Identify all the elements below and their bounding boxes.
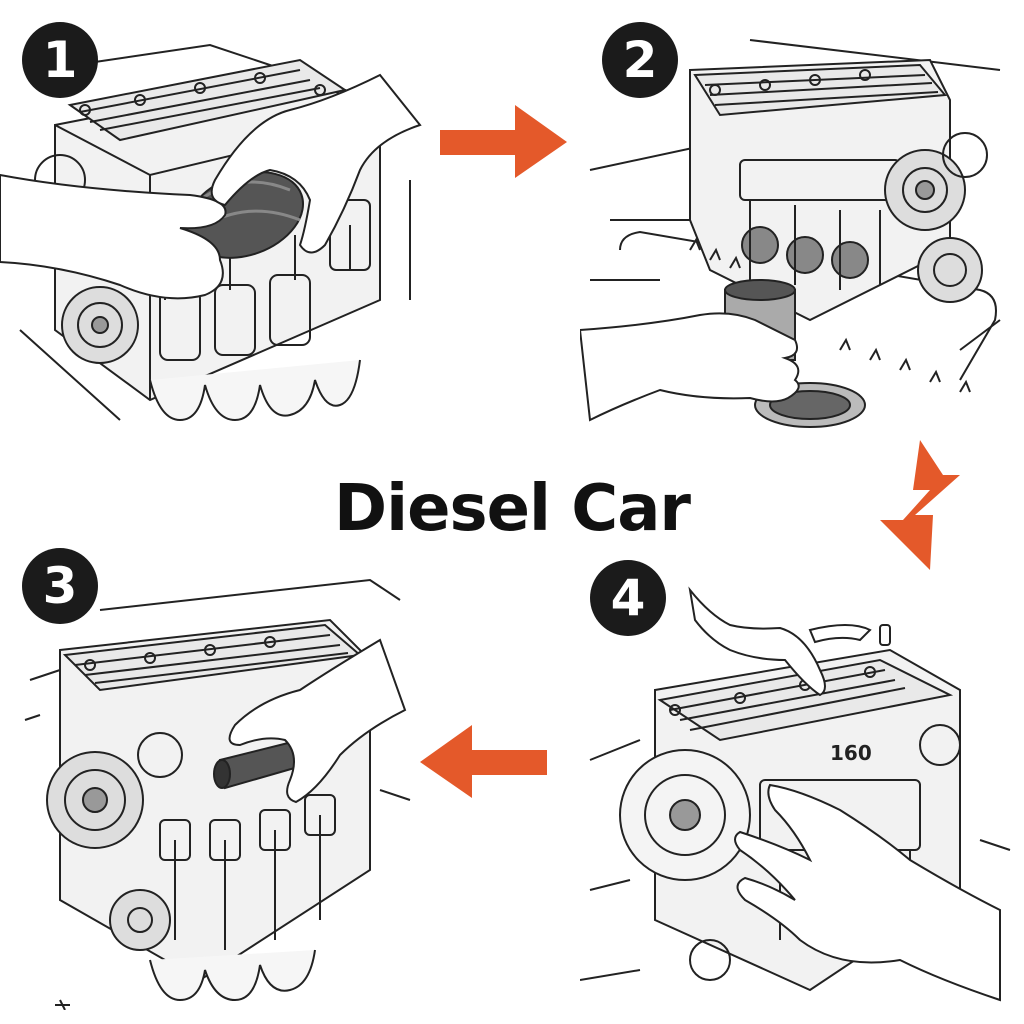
step-2-badge: 2: [602, 22, 678, 98]
arrow-zigzag-down-icon: [880, 440, 960, 570]
engine-illustration-step-1: [0, 43, 422, 422]
step-2-panel: 2: [580, 20, 1010, 440]
arrow-right-icon: [440, 105, 567, 178]
step-3-badge: 3: [22, 548, 98, 624]
step-1-panel: 1: [0, 0, 440, 440]
engine-label: 160: [830, 741, 872, 765]
diagram-title: Diesel Car: [334, 472, 691, 546]
engine-illustration-step-2: [580, 39, 1001, 428]
step-4-badge: 4: [590, 560, 666, 636]
engine-illustration-step-4: 160: [580, 586, 1011, 1002]
arrow-left-icon: [420, 725, 547, 798]
step-3-panel: 3: [0, 540, 420, 1010]
step-1-badge: 1: [22, 22, 98, 98]
engine-illustration-step-3: [24, 578, 411, 1010]
step-4-panel: 160 4: [580, 560, 1020, 1020]
